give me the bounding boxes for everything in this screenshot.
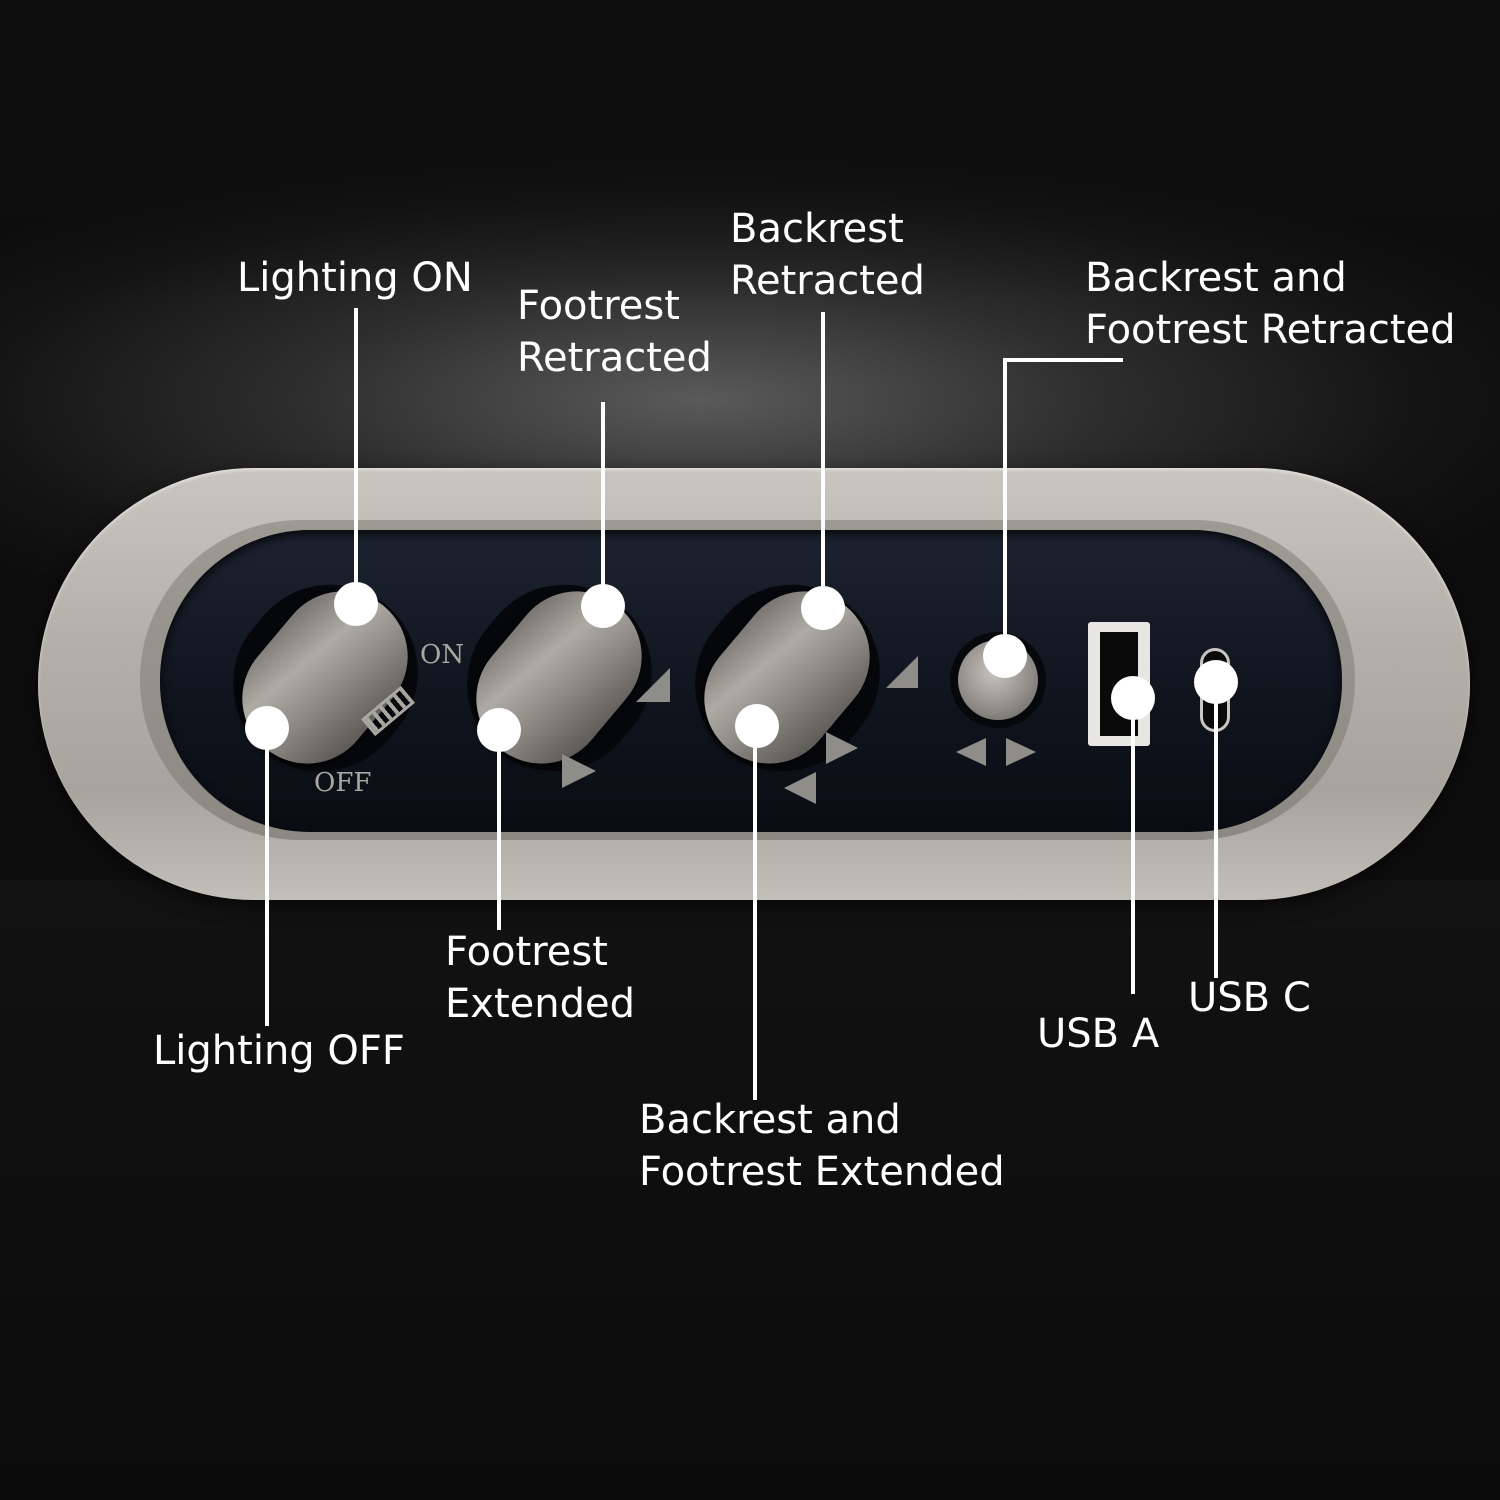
label-line: Backrest and — [639, 1097, 901, 1143]
leader-line-backrest-footrest-retracted-h — [1003, 358, 1123, 362]
label-line: USB C — [1188, 975, 1311, 1021]
arrow-down-right-icon — [562, 754, 596, 788]
callout-dot-usb-c — [1194, 660, 1238, 704]
label-line: Retracted — [730, 258, 925, 304]
arrow-left-icon — [956, 738, 986, 766]
label-footrest-retracted: Footrest Retracted — [517, 280, 712, 384]
label-line: Backrest — [730, 206, 904, 252]
callout-dot-lighting-on — [334, 582, 378, 626]
callout-dot-usb-a — [1111, 676, 1155, 720]
label-line: Backrest and — [1085, 255, 1347, 301]
callout-dot-backrest-footrest-extended — [735, 704, 779, 748]
label-line: Lighting ON — [237, 255, 473, 301]
arrow-right-icon — [826, 732, 858, 764]
label-usb-c: USB C — [1188, 972, 1311, 1024]
arrow-down-left-icon — [784, 772, 816, 804]
leader-line-backrest-footrest-retracted-v — [1003, 358, 1007, 656]
label-line: Footrest Retracted — [1085, 307, 1456, 353]
arrow-up-right-icon — [636, 668, 670, 702]
off-marking: OFF — [314, 768, 372, 798]
label-backrest-retracted: Backrest Retracted — [730, 203, 925, 307]
leader-line-backrest-footrest-extended — [753, 726, 757, 1100]
leader-line-backrest-retracted — [821, 312, 825, 606]
leader-line-usb-c — [1214, 682, 1218, 978]
label-line: Footrest — [445, 929, 608, 975]
label-footrest-extended: Footrest Extended — [445, 926, 635, 1030]
arrow-up-right-icon — [886, 656, 918, 688]
label-line: Footrest — [517, 283, 680, 329]
leader-line-usb-a — [1131, 698, 1135, 994]
callout-dot-lighting-off — [245, 706, 289, 750]
callout-dot-backrest-footrest-retracted — [983, 634, 1027, 678]
label-lighting-off: Lighting OFF — [153, 1025, 405, 1077]
label-line: Footrest Extended — [639, 1149, 1005, 1195]
label-line: Retracted — [517, 335, 712, 381]
label-backrest-footrest-retracted: Backrest and Footrest Retracted — [1085, 252, 1456, 356]
upholstery-top — [0, 0, 1500, 300]
on-marking: ON — [420, 640, 465, 670]
callout-dot-footrest-retracted — [581, 584, 625, 628]
callout-dot-backrest-retracted — [801, 586, 845, 630]
upholstery-bottom — [0, 880, 1500, 1500]
label-line: Lighting OFF — [153, 1028, 405, 1074]
arrow-right-icon — [1006, 738, 1036, 766]
label-usb-a: USB A — [1037, 1008, 1159, 1060]
label-lighting-on: Lighting ON — [237, 252, 473, 304]
label-line: Extended — [445, 981, 635, 1027]
label-backrest-footrest-extended: Backrest and Footrest Extended — [639, 1094, 1005, 1198]
leader-line-lighting-on — [354, 308, 358, 604]
leader-line-footrest-extended — [497, 730, 501, 930]
leader-line-footrest-retracted — [601, 402, 605, 604]
callout-dot-footrest-extended — [477, 708, 521, 752]
label-line: USB A — [1037, 1011, 1160, 1057]
leader-line-lighting-off — [265, 728, 269, 1026]
